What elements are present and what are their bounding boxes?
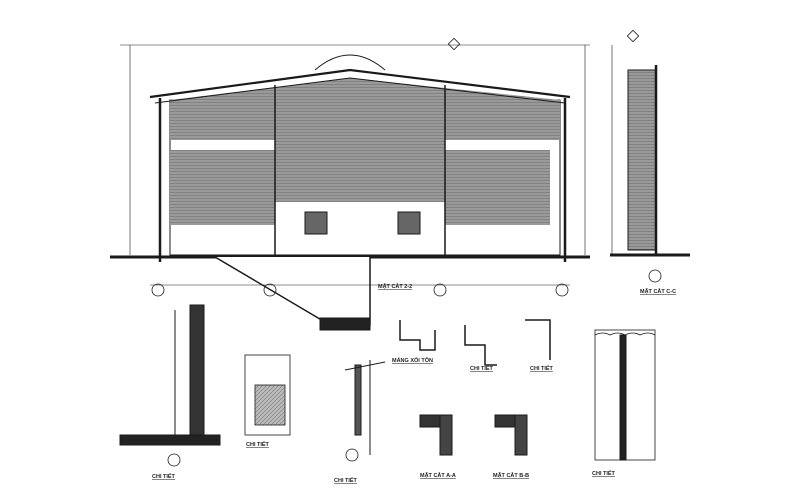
detail-title-2: CHI TIẾT <box>246 441 270 448</box>
detail-title-3: CHI TIẾT <box>334 477 358 484</box>
main-section-2-2 <box>110 37 590 331</box>
detail-title-6: CHI TIẾT <box>592 470 616 477</box>
section-b-title: MẶT CẮT B-B <box>493 471 529 479</box>
gutter-title: MÁNG XỐI TÔN <box>392 356 433 364</box>
detail-title-1: CHI TIẾT <box>152 473 176 480</box>
main-section-title: MẶT CẮT 2-2 <box>378 282 412 290</box>
detail-title-4: CHI TIẾT <box>470 365 494 372</box>
detail-title-5: CHI TIẾT <box>530 365 554 372</box>
detail-drawings <box>119 304 656 467</box>
section-a-title: MẶT CẮT A-A <box>420 471 456 479</box>
section-c-c <box>610 29 690 283</box>
side-section-title: MẶT CẮT C-C <box>640 287 676 295</box>
